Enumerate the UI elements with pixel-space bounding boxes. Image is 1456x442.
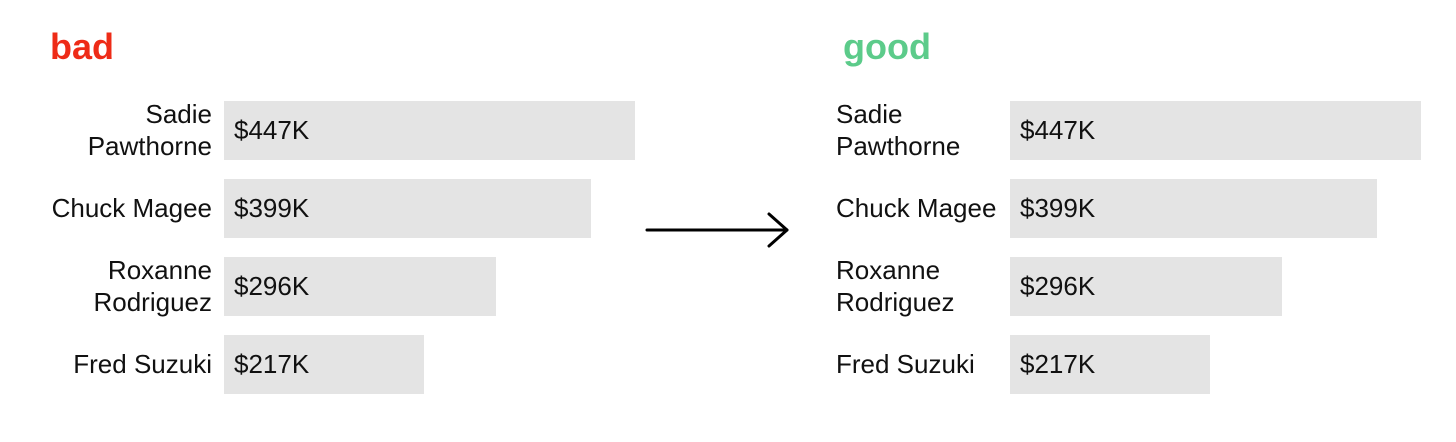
bar-value-label: $399K [234, 193, 310, 223]
bar-category-label: Sadie Pawthorne [87, 99, 212, 161]
bar-value-label: $296K [1020, 271, 1096, 301]
bar-value-label: $217K [234, 349, 310, 379]
bar-category-label: Chuck Magee [51, 193, 212, 223]
bar [1010, 179, 1377, 238]
bar-category-label: Roxanne Rodriguez [836, 255, 955, 317]
bad-chart: Sadie Pawthorne $447K Chuck Magee $399K Roxa… [0, 0, 640, 442]
right-arrow-icon [645, 212, 789, 248]
bar-category-label: Roxanne Rodriguez [93, 255, 212, 317]
bar [1010, 257, 1283, 316]
bar-category-label: Sadie Pawthorne [836, 99, 961, 161]
bar [224, 257, 497, 316]
good-heading: good [843, 26, 931, 67]
bad-heading: bad [50, 26, 115, 67]
good-chart: Sadie Pawthorne $447K Chuck Magee $399K Roxa… [800, 0, 1456, 442]
bar [1010, 335, 1210, 394]
bar-value-label: $447K [234, 115, 310, 145]
bar [1010, 101, 1421, 160]
bar-value-label: $217K [1020, 349, 1096, 379]
bar-value-label: $399K [1020, 193, 1096, 223]
bar-value-label: $447K [1020, 115, 1096, 145]
bar [224, 101, 635, 160]
bar-value-label: $296K [234, 271, 310, 301]
bar [224, 335, 424, 394]
bar-category-label: Fred Suzuki [73, 349, 212, 379]
bar-category-label: Fred Suzuki [836, 349, 975, 379]
bar [224, 179, 591, 238]
bar-category-label: Chuck Magee [836, 193, 997, 223]
